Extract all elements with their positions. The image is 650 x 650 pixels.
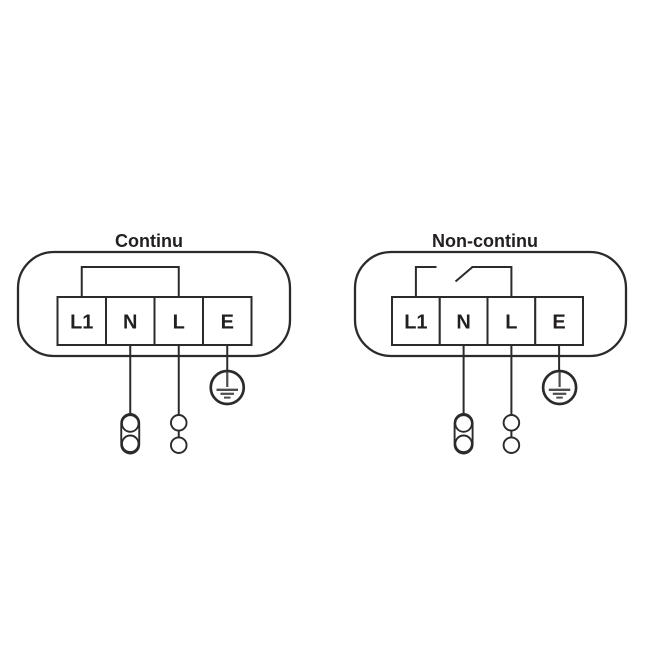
switch-link-wire — [471, 266, 513, 297]
terminal-box-e — [534, 296, 584, 346]
switch-fixed-contact — [414, 266, 437, 297]
terminal-label-l: L — [173, 312, 185, 334]
earth-ground-icon — [541, 369, 578, 406]
terminal-label-e: E — [552, 312, 565, 334]
terminal-label-l1: L1 — [404, 312, 427, 334]
terminal-box-l1 — [56, 296, 107, 346]
diagram-continu: Continu L1 N L E — [16, 231, 292, 455]
enclosure-outline — [353, 250, 628, 358]
capsule-connector-icon — [120, 413, 141, 455]
diagram-non-continu: Non-continu L1 N L E — [353, 231, 628, 455]
diagram-title: Continu — [115, 231, 183, 251]
twin-circle-connector-icon — [502, 414, 521, 454]
switch-blade — [454, 266, 474, 283]
jumper-wire — [80, 266, 180, 297]
terminal-label-l: L — [505, 312, 517, 334]
enclosure-outline — [16, 250, 292, 358]
terminal-label-e: E — [221, 312, 234, 334]
earth-ground-icon — [209, 369, 246, 406]
diagram-title: Non-continu — [432, 231, 538, 251]
terminal-box-n — [438, 296, 489, 346]
terminal-box-e — [202, 296, 253, 346]
capsule-connector-icon — [453, 413, 474, 455]
terminal-label-n: N — [456, 312, 470, 334]
twin-circle-connector-icon — [169, 414, 188, 454]
terminal-label-n: N — [123, 312, 137, 334]
terminal-label-l1: L1 — [70, 312, 93, 334]
